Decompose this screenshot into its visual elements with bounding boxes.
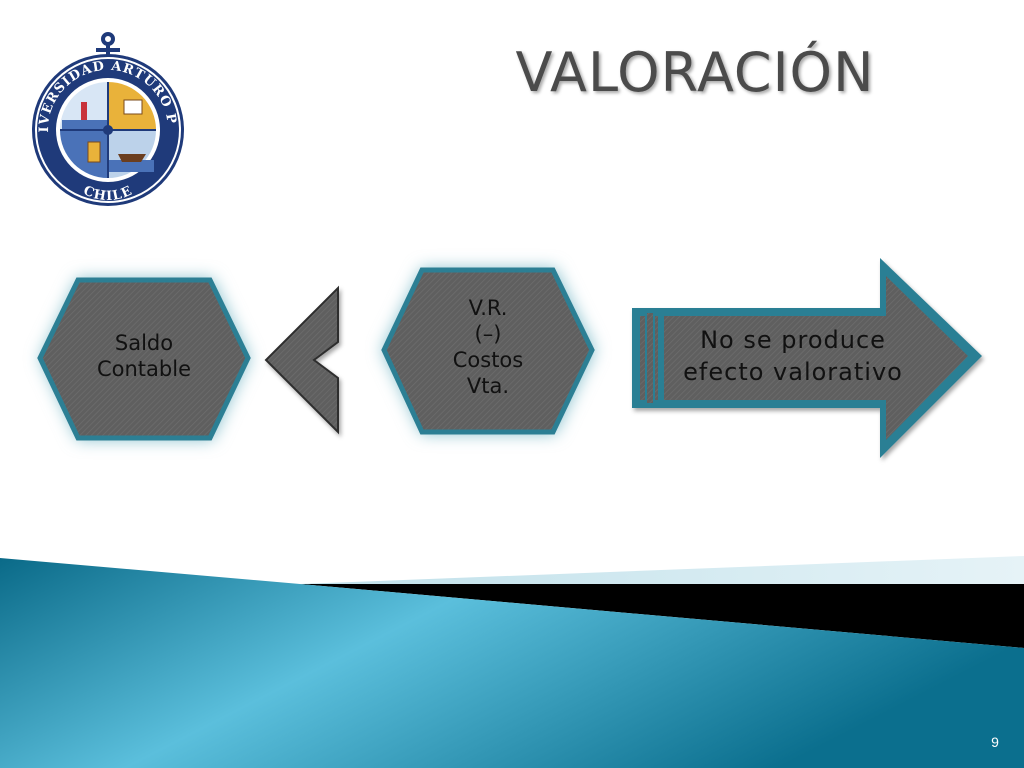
result-arrow [632,258,982,458]
page-title: VALORACIÓN [515,41,875,104]
center-hexagon-line: Costos [452,348,524,372]
left-hexagon [37,277,251,441]
valuation-diagram [37,258,982,458]
arrow-line: No se produce [700,326,886,354]
page-number: 9 [991,734,999,750]
arrow-text: No se produce efecto valorativo [668,324,918,388]
center-hexagon-text: V.R. (–) Costos Vta. [418,295,558,399]
left-hexagon-text: Saldo Contable [64,330,224,382]
center-hexagon-line: Vta. [466,374,510,398]
svg-text:CHILE: CHILE [81,183,135,204]
blue-band [0,558,1024,768]
center-hexagon-line: (–) [474,322,502,346]
left-hexagon-line: Saldo [114,331,174,355]
left-hexagon-line: Contable [96,357,191,381]
center-hexagon [381,267,595,435]
light-band [300,556,1024,590]
logo-shield [60,82,156,178]
footer-decoration [0,556,1024,768]
center-hexagon-line: V.R. [468,296,508,320]
less-than-symbol [264,285,339,435]
logo-bottom-text: CHILE [81,183,134,204]
university-logo: UNIVERSIDAD ARTURO PRAT CHILE [26,30,184,206]
arrow-line: efecto valorativo [683,358,903,386]
